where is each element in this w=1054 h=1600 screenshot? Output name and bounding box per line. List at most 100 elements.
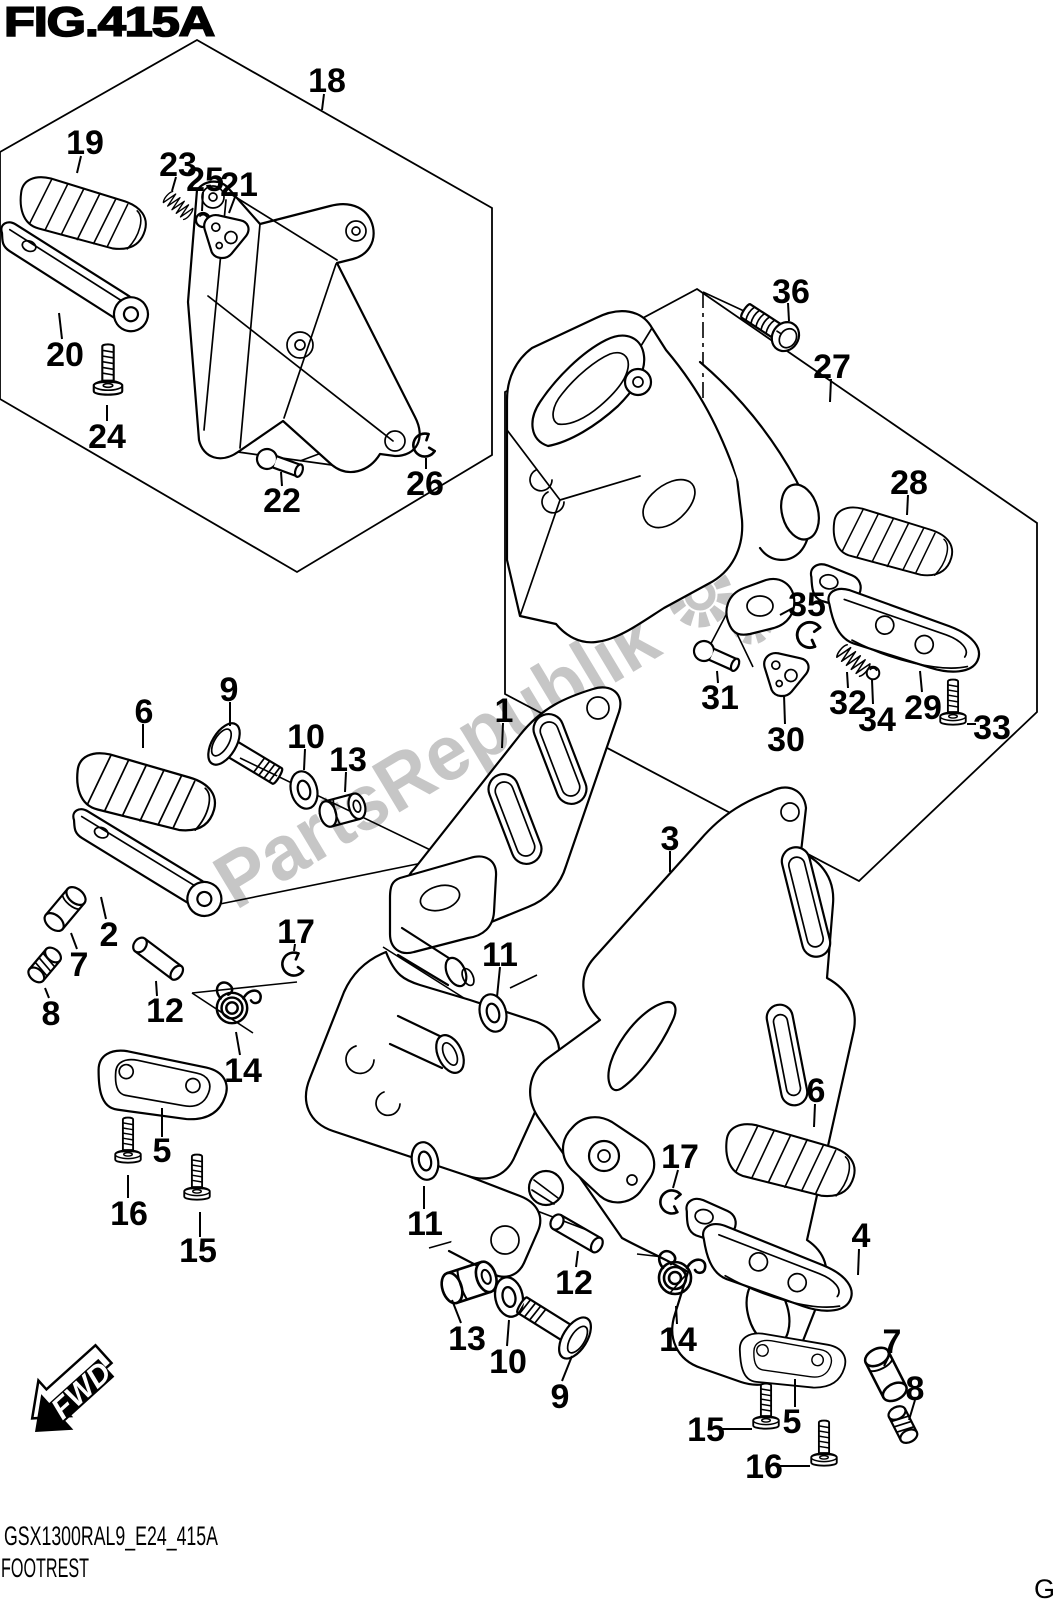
part-33-bolt [939,678,967,726]
callout-leader-9 [561,1355,573,1382]
part-callout-5: 5 [783,1403,802,1441]
part-callout-22: 22 [263,482,301,520]
figure-code: GSX1300RAL9_E24_415A [4,1521,218,1551]
callout-leader-10 [303,748,306,771]
callout-leader-31 [716,670,719,684]
part-callout-26: 26 [406,465,444,503]
part-callout-5: 5 [153,1132,172,1170]
callout-leader-23 [171,176,177,192]
callout-leader-11 [496,966,501,998]
part-callout-8: 8 [42,995,61,1033]
callout-leader-22 [280,471,283,487]
callout-leader-13 [451,1299,462,1324]
part-callout-10: 10 [489,1343,527,1381]
callout-leader-32 [846,671,849,689]
callout-leader-21 [228,196,236,214]
part-callout-34: 34 [858,701,896,739]
part-callout-15: 15 [179,1232,217,1270]
figure-title: FIG.415A [4,0,215,45]
right-assembly-boundary [504,287,1038,883]
callout-leader-19 [76,155,82,174]
part-callout-32: 32 [829,684,867,722]
part-callout-23: 23 [159,146,197,184]
part-callout-9: 9 [551,1378,570,1416]
part-17-e-ring-left [278,949,306,980]
part-34-steel-ball [865,665,881,681]
part-30-stopper-plate [760,651,811,700]
part-callout-8: 8 [906,1370,925,1408]
callout-leader-13 [344,771,347,793]
page-corner-text: GS [1034,1574,1054,1600]
callout-leader-8 [908,1399,916,1421]
callout-leader-17 [293,943,296,952]
callout-leader-12 [155,980,158,997]
part-callout-21: 21 [220,166,258,204]
part-12-pin-lower [546,1210,607,1256]
callout-leader-29 [919,670,923,693]
part-callout-29: 29 [904,689,942,727]
part-callout-4: 4 [852,1217,871,1255]
part-callout-20: 20 [46,336,84,374]
callout-leader-7 [70,932,78,950]
callout-leader-14 [675,1305,678,1325]
fwd-arrow: FWD [30,1343,118,1432]
part-callout-13: 13 [448,1320,486,1358]
part-callout-9: 9 [220,671,239,709]
part-12-pin-left [129,933,187,984]
part-callout-10: 10 [287,718,325,756]
callout-leader-4 [857,1248,860,1276]
callout-leader-1 [501,722,504,749]
part-15-bolt-right [752,1382,780,1430]
part-callout-19: 19 [66,124,104,162]
part-29-footrest-front-right [798,561,991,678]
callout-leader-25 [201,191,204,212]
callout-leader-17 [672,1169,679,1189]
part-callout-2: 2 [100,916,119,954]
part-callout-12: 12 [146,992,184,1030]
part-8-plug-right [885,1402,921,1447]
callout-leader-18 [321,93,325,111]
part-callout-36: 36 [772,273,810,311]
part-callout-31: 31 [701,679,739,717]
part-callout-18: 18 [308,62,346,100]
part-16-bolt-right [810,1419,838,1467]
part-24-bolt [92,343,124,396]
part-7-plug-left [40,882,91,936]
callout-leader-28 [906,494,909,516]
part-callout-14: 14 [659,1321,697,1359]
part-callout-11: 11 [407,1205,443,1243]
part-callout-25: 25 [186,161,224,199]
callout-leader-36 [787,302,790,322]
assembly-boundaries [0,38,1038,883]
part-15-bolt-left [183,1153,211,1201]
part-5-footrest-cover-left [87,1037,233,1139]
part-callout-7: 7 [70,946,89,984]
part-callout-3: 3 [661,820,680,858]
part-callout-15: 15 [687,1411,725,1449]
part-callout-7: 7 [883,1323,902,1361]
part-callout-35: 35 [788,586,826,624]
part-22-pin [253,445,307,483]
part-callout-27: 27 [813,348,851,386]
part-callout-17: 17 [277,913,315,951]
part-callout-12: 12 [555,1264,593,1302]
part-callout-30: 30 [767,721,805,759]
callout-leader-27 [829,378,832,403]
part-callout-17: 17 [661,1138,699,1176]
callout-leader-14 [235,1031,241,1056]
part-callout-1: 1 [495,692,514,730]
part-callout-13: 13 [329,741,367,779]
part-18-footrest-bracket-front-left [186,180,421,474]
part-callout-16: 16 [745,1448,783,1486]
callout-leader-8 [44,987,50,999]
callout-leader-2 [100,896,107,920]
part-3-footrest-bracket-rear-right [529,786,856,1386]
callout-leader-10 [506,1319,510,1347]
part-31-pin [689,636,744,677]
callout-leader-20 [58,312,63,340]
callout-leader-7 [883,1353,891,1367]
part-callout-24: 24 [88,418,126,456]
